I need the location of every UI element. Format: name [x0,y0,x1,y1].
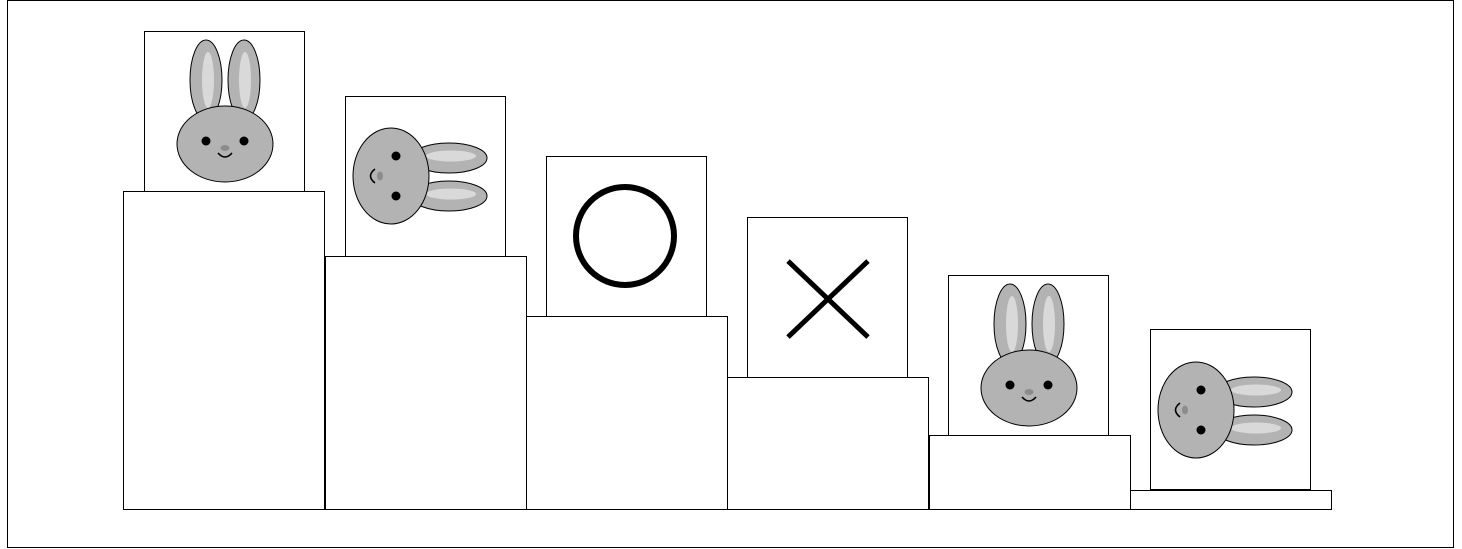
card-3 [547,157,707,317]
step-6 [1131,491,1332,510]
step-3 [527,317,728,510]
step-2 [326,257,527,510]
step-5 [930,436,1131,510]
step-1 [124,192,325,510]
step-4 [728,378,929,510]
